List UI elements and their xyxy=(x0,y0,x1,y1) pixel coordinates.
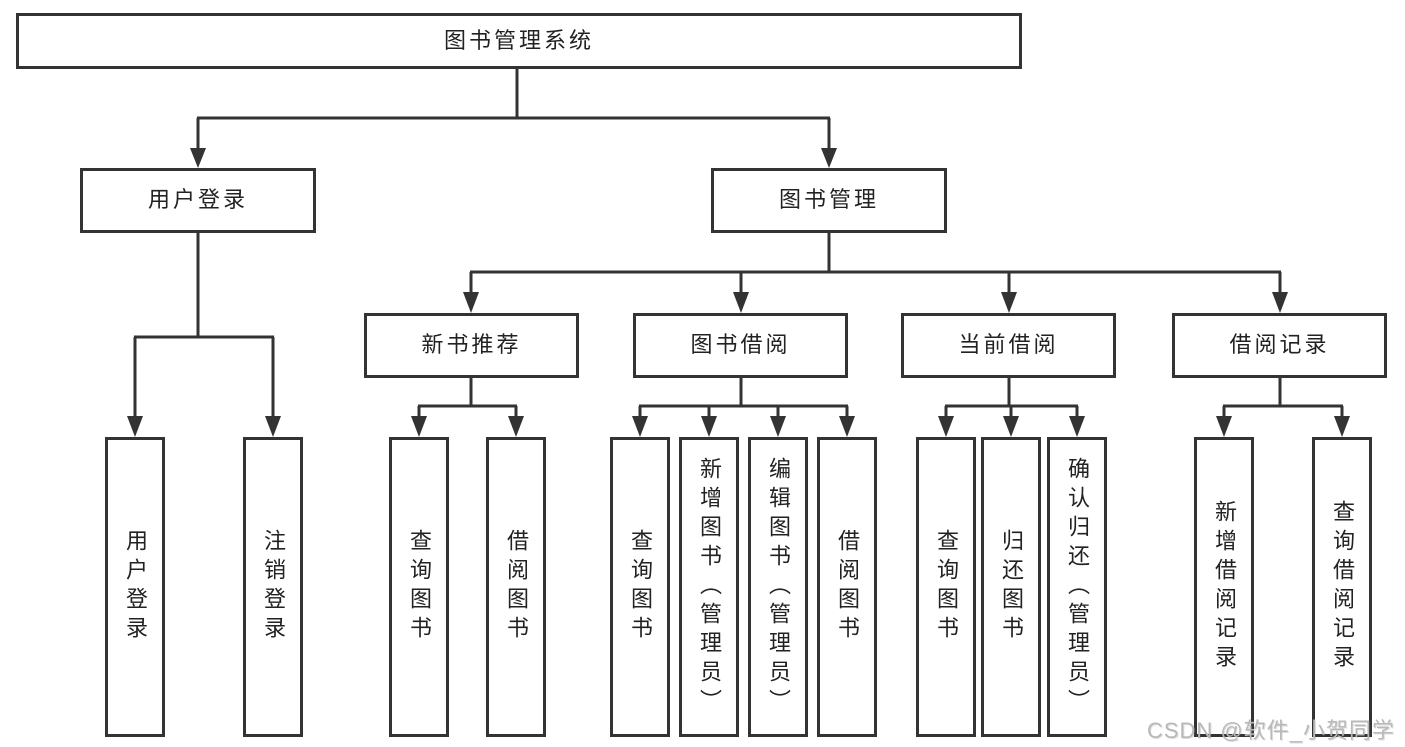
leaf-add-book-admin: 新增图书（管理员） xyxy=(679,437,739,737)
node-book-management: 图书管理 xyxy=(711,168,947,233)
connector-new-book xyxy=(417,378,518,418)
leaf-query-books-recommend: 查询图书 xyxy=(389,437,449,737)
connector-user-login xyxy=(133,233,275,418)
leaf-logout-label: 注销登录 xyxy=(261,529,286,645)
connector-root xyxy=(196,69,831,150)
leaf-query-borrow-record: 查询借阅记录 xyxy=(1312,437,1372,737)
watermark: CSDN @软件_小贺同学 xyxy=(1146,718,1395,743)
connector-book-management xyxy=(469,233,1282,294)
leaf-query-books-current: 查询图书 xyxy=(916,437,976,737)
node-borrowing-records-label: 借阅记录 xyxy=(1229,332,1330,358)
leaf-add-borrow-record: 新增借阅记录 xyxy=(1194,437,1254,737)
leaf-confirm-return-admin: 确认归还（管理员） xyxy=(1047,437,1107,737)
node-book-management-label: 图书管理 xyxy=(778,187,879,213)
connector-borrowing-records xyxy=(1222,378,1344,418)
node-book-borrowing-label: 图书借阅 xyxy=(690,332,791,358)
leaf-query-books-current-label: 查询图书 xyxy=(934,529,959,645)
node-root-label: 图书管理系统 xyxy=(443,27,594,53)
leaf-add-book-admin-label: 新增图书（管理员） xyxy=(697,456,722,718)
leaf-return-books: 归还图书 xyxy=(981,437,1041,737)
leaf-query-books-borrowing: 查询图书 xyxy=(610,437,670,737)
leaf-borrow-books-recommend: 借阅图书 xyxy=(486,437,546,737)
arrowheads xyxy=(127,148,1350,437)
leaf-borrow-books-borrowing: 借阅图书 xyxy=(817,437,877,737)
leaf-add-borrow-record-label: 新增借阅记录 xyxy=(1212,500,1237,674)
node-new-book-recommendation-label: 新书推荐 xyxy=(421,332,522,358)
leaf-user-login-label: 用户登录 xyxy=(123,529,148,645)
connector-book-borrowing xyxy=(638,378,849,418)
node-current-borrowing-label: 当前借阅 xyxy=(958,332,1059,358)
leaf-borrow-books-recommend-label: 借阅图书 xyxy=(504,529,529,645)
leaf-confirm-return-admin-label: 确认归还（管理员） xyxy=(1065,456,1090,718)
leaf-edit-book-admin: 编辑图书（管理员） xyxy=(748,437,808,737)
node-book-borrowing: 图书借阅 xyxy=(633,313,848,378)
node-borrowing-records: 借阅记录 xyxy=(1172,313,1387,378)
leaf-logout: 注销登录 xyxy=(243,437,303,737)
leaf-edit-book-admin-label: 编辑图书（管理员） xyxy=(766,456,791,718)
node-root: 图书管理系统 xyxy=(16,13,1022,69)
leaf-query-borrow-record-label: 查询借阅记录 xyxy=(1330,500,1355,674)
leaf-borrow-books-borrowing-label: 借阅图书 xyxy=(835,529,860,645)
leaf-user-login: 用户登录 xyxy=(105,437,165,737)
node-user-login: 用户登录 xyxy=(80,168,316,233)
leaf-return-books-label: 归还图书 xyxy=(999,529,1024,645)
leaf-query-books-recommend-label: 查询图书 xyxy=(407,529,432,645)
connector-current-borrowing xyxy=(944,378,1079,418)
leaf-query-books-borrowing-label: 查询图书 xyxy=(628,529,653,645)
node-user-login-label: 用户登录 xyxy=(147,187,248,213)
node-current-borrowing: 当前借阅 xyxy=(901,313,1116,378)
node-new-book-recommendation: 新书推荐 xyxy=(364,313,579,378)
